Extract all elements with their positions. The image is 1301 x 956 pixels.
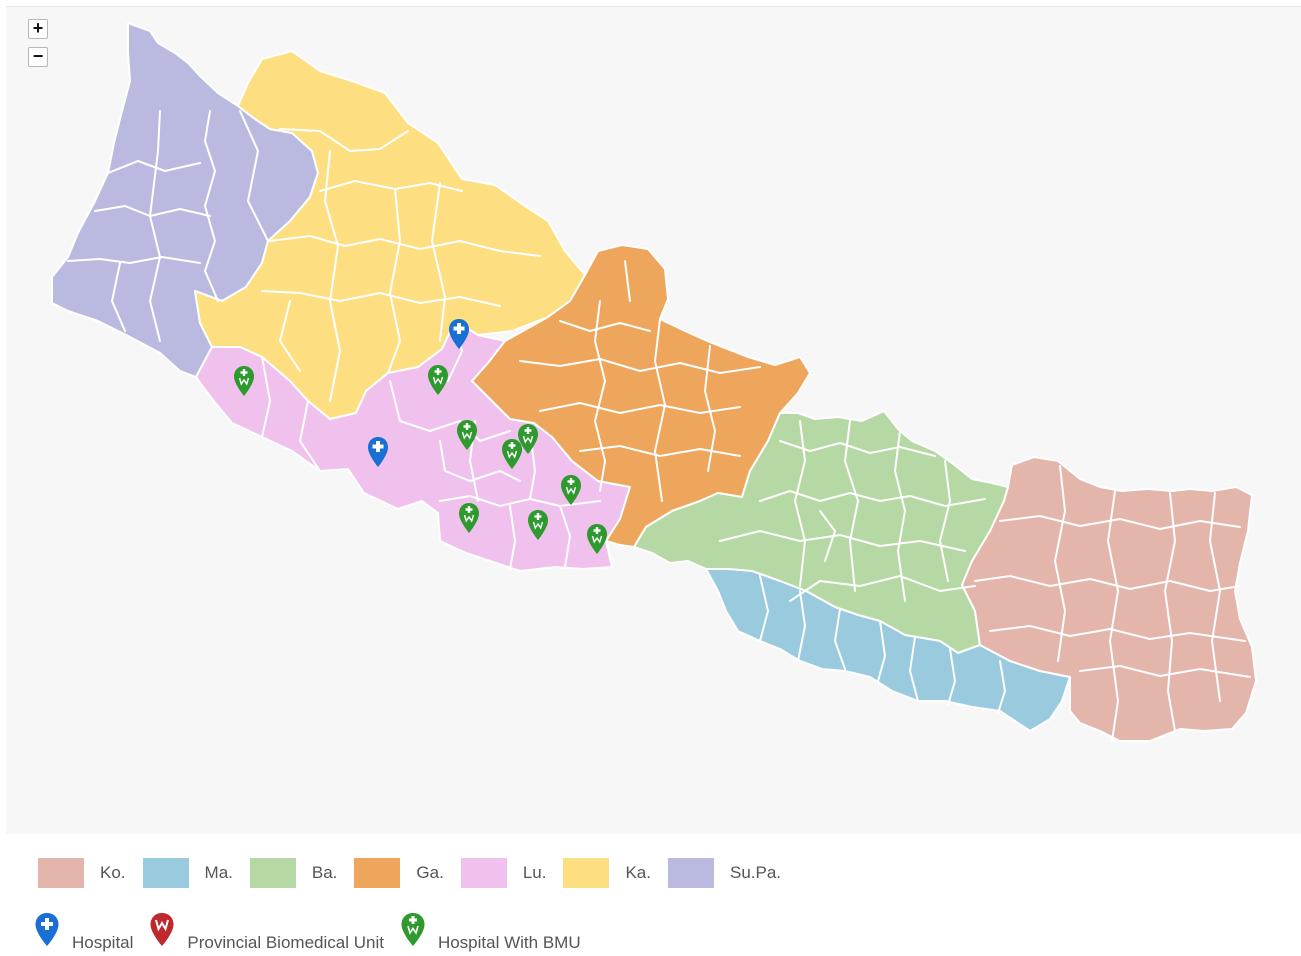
hospital-pin-2[interactable]: [368, 437, 388, 467]
legend-item-hbmu[interactable]: Hospital With BMU: [400, 912, 581, 953]
map-panel[interactable]: + −: [6, 6, 1301, 835]
hospital-with-bmu-pin-5[interactable]: [457, 420, 477, 450]
legend-label-supa: Su.Pa.: [729, 863, 782, 882]
legend-label-hbmu: Hospital With BMU: [437, 933, 581, 952]
zoom-in-button[interactable]: +: [28, 19, 48, 39]
biomedical-unit-pin-icon: [150, 913, 174, 946]
legend-item-ba[interactable]: Ba.: [249, 858, 338, 888]
zoom-out-button[interactable]: −: [28, 47, 48, 67]
legend-item-supa[interactable]: Su.Pa.: [667, 858, 782, 888]
markers-layer: [234, 319, 607, 554]
legend-swatch-ko: [38, 858, 84, 888]
hospital-with-bmu-pin-7[interactable]: [502, 439, 522, 469]
hospital-with-bmu-pin-10[interactable]: [528, 510, 548, 540]
province-legend: Ko. Ma. Ba. Ga. Lu. Ka. Su.Pa.: [38, 858, 798, 888]
legend-swatch-ga: [354, 858, 401, 888]
legend-swatch-lu: [460, 858, 507, 888]
hospital-pin-1[interactable]: [449, 319, 469, 349]
hospital-with-bmu-pin-icon: [401, 913, 425, 946]
legend-label-hospital: Hospital: [72, 933, 134, 952]
nepal-province-map[interactable]: [6, 7, 1301, 835]
legend-item-ko[interactable]: Ko.: [38, 858, 126, 888]
hospital-with-bmu-pin-6[interactable]: [518, 424, 538, 454]
legend-item-ma[interactable]: Ma.: [142, 858, 233, 888]
legend-item-lu[interactable]: Lu.: [460, 858, 547, 888]
legend-label-ba: Ba.: [311, 863, 338, 882]
legend-item-ka[interactable]: Ka.: [563, 858, 651, 888]
hospital-with-bmu-pin-8[interactable]: [561, 475, 581, 505]
legend-label-ga: Ga.: [416, 863, 444, 882]
legend-label-lu: Lu.: [522, 863, 547, 882]
legend-swatch-ba: [249, 858, 296, 888]
legend-label-pbu: Provincial Biomedical Unit: [187, 933, 384, 952]
hospital-with-bmu-pin-3[interactable]: [234, 366, 254, 396]
provinces-layer: [51, 22, 1257, 742]
hospital-with-bmu-pin-4[interactable]: [428, 365, 448, 395]
legend-label-ma: Ma.: [204, 863, 233, 882]
legend-item-ga[interactable]: Ga.: [354, 858, 444, 888]
hospital-pin-icon: [35, 913, 59, 946]
hospital-with-bmu-pin-11[interactable]: [587, 524, 607, 554]
legend-label-ka: Ka.: [625, 863, 651, 882]
legend-label-ko: Ko.: [100, 863, 126, 882]
marker-legend: Hospital Provincial Biomedical Unit Hosp…: [34, 912, 597, 953]
zoom-controls: + −: [28, 19, 48, 67]
legend-swatch-ka: [563, 858, 610, 888]
map-legend: Ko. Ma. Ba. Ga. Lu. Ka. Su.Pa.: [0, 834, 1301, 956]
legend-swatch-ma: [142, 858, 189, 888]
legend-item-pbu[interactable]: Provincial Biomedical Unit: [149, 912, 384, 953]
legend-swatch-supa: [667, 858, 714, 888]
hospital-with-bmu-pin-9[interactable]: [459, 503, 479, 533]
legend-item-hospital[interactable]: Hospital: [34, 912, 133, 953]
